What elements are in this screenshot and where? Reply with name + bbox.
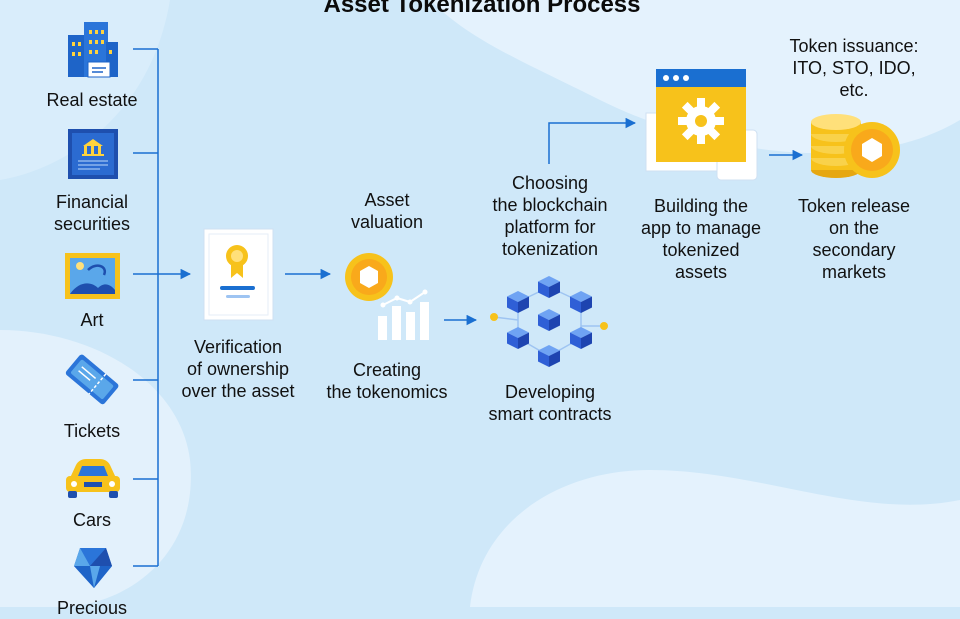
cube-7 xyxy=(538,345,560,367)
step-valuation-label: Asset valuation xyxy=(350,190,424,232)
asset-bracket xyxy=(133,48,159,567)
step-blockchain-label: Choosing the blockchain platform for tok… xyxy=(492,173,608,259)
step-tokenomics-label: Creating the tokenomics xyxy=(326,360,448,402)
ticket-icon xyxy=(65,354,119,405)
asset-label-precious: Precious xyxy=(56,598,128,618)
cube-6 xyxy=(570,327,592,349)
gear-icon xyxy=(678,98,724,144)
blockchain-nodes xyxy=(490,313,608,330)
painting-icon xyxy=(65,253,120,299)
certificate-icon xyxy=(203,228,274,321)
cube-4 xyxy=(538,309,560,331)
car-icon xyxy=(66,459,120,498)
step-release-label: Token release on the secondary markets xyxy=(797,196,911,282)
bank-document-icon xyxy=(68,129,118,179)
asset-label-cars: Cars xyxy=(72,510,111,530)
diagram-title: Asset Tokenization Process xyxy=(323,0,641,18)
cube-3 xyxy=(570,291,592,313)
asset-label-tickets: Tickets xyxy=(63,421,121,441)
step-contracts-label: Developing smart contracts xyxy=(488,382,612,424)
step-app-label: Building the app to manage tokenized ass… xyxy=(640,196,762,282)
step-issuance-label: Token issuance: ITO, STO, IDO, etc. xyxy=(789,36,919,100)
browser-window-icon xyxy=(645,69,758,181)
asset-label-financial-securities: Financial securities xyxy=(53,192,131,234)
gem-icon xyxy=(74,548,112,588)
bar-chart-icon xyxy=(378,289,429,340)
coin-stack-icon xyxy=(811,114,900,178)
building-icon xyxy=(68,22,118,78)
arrow-to-blockchain-platform xyxy=(548,117,637,164)
asset-label-real-estate: Real estate xyxy=(46,90,138,110)
asset-label-art: Art xyxy=(80,310,104,330)
step-verification-label: Verification of ownership over the asset xyxy=(181,337,295,401)
cube-set xyxy=(507,276,592,367)
cube-2 xyxy=(507,291,529,313)
cube-1 xyxy=(538,276,560,298)
cube-5 xyxy=(507,327,529,349)
coin-icon xyxy=(345,253,393,301)
